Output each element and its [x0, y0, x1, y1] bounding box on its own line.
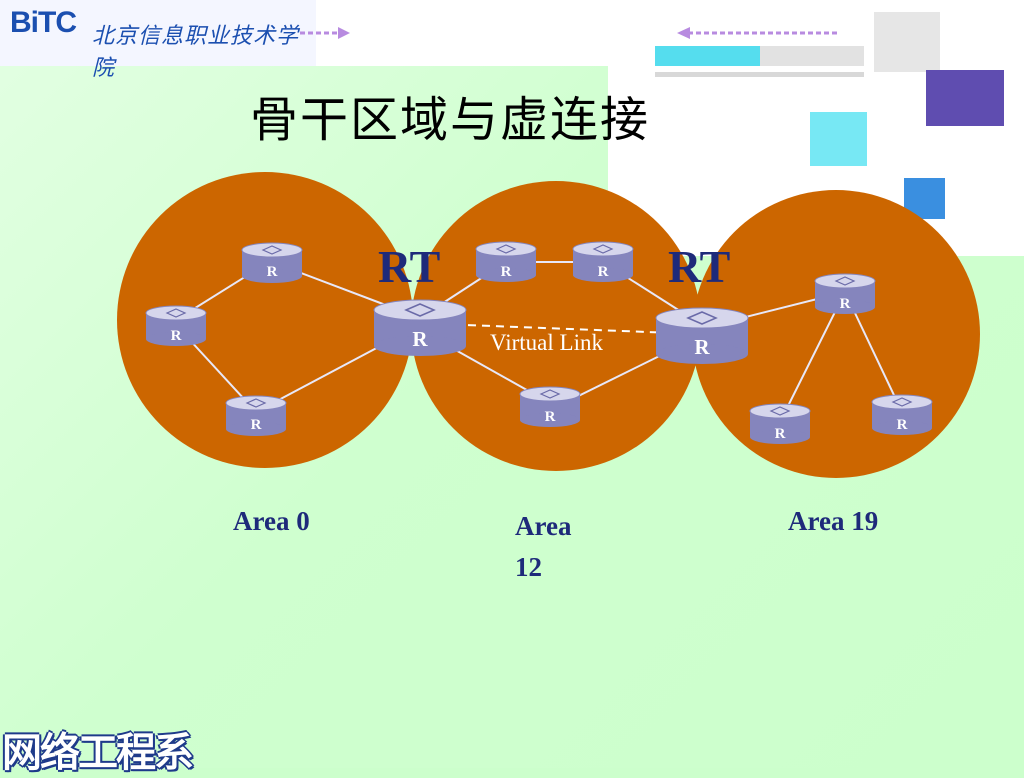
footer-logo: 网络工程系	[2, 729, 194, 776]
area-0-circle	[117, 172, 413, 468]
decor-bar-grey	[760, 46, 864, 66]
router-label: R	[694, 335, 710, 359]
rt-label-right: RT	[668, 241, 731, 292]
router-labels: R R R R R R R R R R R	[171, 264, 908, 442]
arrow-left-icon	[677, 27, 838, 39]
header-arrows	[300, 27, 864, 77]
logo-school-name: 北京信息职业技术学院	[92, 24, 300, 81]
router-label: R	[267, 264, 278, 280]
decor-square-grey	[874, 12, 940, 72]
arrow-right-icon	[300, 27, 350, 39]
router-label: R	[840, 296, 851, 312]
logo-bitc: BiTC	[10, 6, 77, 39]
area-label-12: Area 12	[515, 511, 572, 582]
decor-line	[655, 72, 864, 77]
router-label: R	[171, 328, 182, 344]
virtual-link-label: Virtual Link	[490, 330, 603, 355]
router-label: R	[251, 417, 262, 433]
router-label: R	[412, 327, 428, 351]
area-label-19: Area 19	[788, 506, 879, 536]
rt-label-left: RT	[378, 241, 441, 292]
router-label: R	[598, 264, 609, 280]
router-label: R	[501, 264, 512, 280]
page-title: 骨干区域与虚连接	[250, 92, 651, 148]
decor-bar-cyan	[655, 46, 760, 66]
decor-square-purple	[926, 70, 1004, 126]
router-label: R	[897, 417, 908, 433]
router-label: R	[775, 426, 786, 442]
router-label: R	[545, 409, 556, 425]
decor-square-cyan	[810, 112, 867, 166]
header-logo: BiTC 北京信息职业技术学院	[0, 0, 316, 81]
area-label-0: Area 0	[233, 506, 310, 536]
